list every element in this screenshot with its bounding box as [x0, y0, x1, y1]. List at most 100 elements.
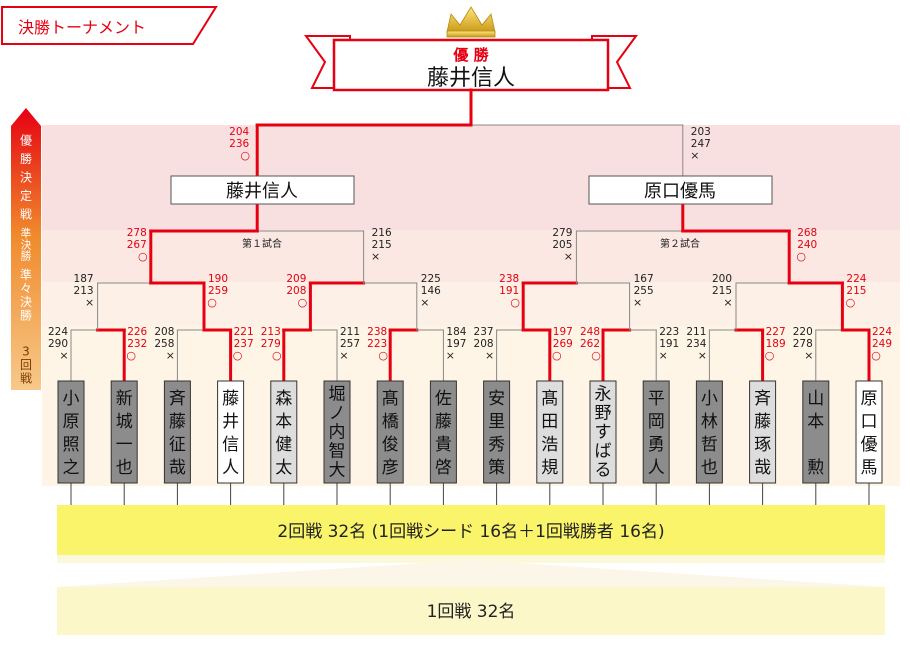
- player-name-char: 井: [222, 412, 239, 432]
- score-value: 267: [127, 239, 147, 251]
- side-label-final-char: 戦: [20, 207, 32, 221]
- win-mark: ○: [871, 349, 881, 362]
- win-mark: ○: [138, 250, 148, 263]
- semi-finalist-left-name: 藤井信人: [226, 181, 298, 202]
- lose-mark: ×: [339, 349, 348, 362]
- player-name-char: る: [595, 460, 612, 480]
- score-value: 215: [372, 239, 392, 251]
- player-name-char: 策: [488, 458, 505, 478]
- score-value: 208: [286, 285, 306, 297]
- lose-mark: ×: [633, 296, 642, 309]
- side-label-quarter-char: 勝: [20, 307, 32, 322]
- score-value: 290: [48, 338, 68, 350]
- side-label-semi-char: 決: [21, 238, 32, 251]
- score-value: 205: [552, 239, 572, 251]
- score-value: 191: [499, 285, 519, 297]
- side-label-final-char: 決: [20, 171, 32, 185]
- player-name-char: 山: [807, 389, 824, 409]
- score-value: 216: [372, 227, 392, 239]
- score-value: 191: [659, 338, 679, 350]
- player-name-char: 藤: [169, 412, 186, 432]
- player-name-char: 里: [488, 412, 505, 432]
- lose-mark: ×: [723, 296, 732, 309]
- score-value: 259: [208, 285, 228, 297]
- score-value: 227: [766, 326, 786, 338]
- lose-mark: ×: [698, 349, 707, 362]
- score-value: 209: [286, 273, 306, 285]
- player-box: 藤井信人: [217, 380, 245, 484]
- score-value: 226: [127, 326, 147, 338]
- score-value: 197: [446, 338, 466, 350]
- match-label-1: 第１試合: [242, 237, 282, 250]
- footer-round2: 2回戦 32名 (1回戦シード 16名＋1回戦勝者 16名): [57, 505, 885, 555]
- win-mark: ○: [126, 349, 136, 362]
- lose-mark: ×: [371, 250, 380, 263]
- score-value: 268: [797, 227, 817, 239]
- score-value: 224: [872, 326, 892, 338]
- player-name-char: 城: [116, 412, 133, 432]
- score-value: 234: [686, 338, 706, 350]
- player-name-char: 勇: [648, 435, 665, 455]
- score-value: 278: [127, 227, 147, 239]
- win-mark: ○: [240, 149, 250, 162]
- player-name-char: 彦: [382, 458, 399, 478]
- player-name-char: 橋: [382, 412, 399, 432]
- player-name-char: 藤: [222, 389, 239, 409]
- crown-icon: [446, 6, 496, 38]
- player-name-char: 本: [807, 412, 824, 432]
- player-name-char: 哉: [754, 458, 771, 478]
- score-value: 190: [208, 273, 228, 285]
- score-value: 262: [580, 338, 600, 350]
- player-name-char: 也: [116, 458, 133, 478]
- player-name-char: 斉: [169, 389, 186, 409]
- band-quarter: [42, 282, 900, 326]
- player-name-char: 人: [222, 458, 239, 478]
- header-tag: 決勝トーナメント: [1, 6, 218, 45]
- footer-round2-text: 2回戦 32名 (1回戦シード 16名＋1回戦勝者 16名): [277, 522, 664, 542]
- player-name-char: 健: [275, 435, 292, 455]
- side-label-final-char: 優: [20, 134, 32, 148]
- score-value: 257: [340, 338, 360, 350]
- win-mark: ○: [846, 296, 856, 309]
- score-value: 184: [446, 326, 466, 338]
- player-boxes: 小原照之新城一也斉藤征哉藤井信人森本健太堀ノ内智大髙橋俊彦佐藤貴啓安里秀策髙田浩…: [57, 380, 883, 484]
- score-value: 247: [691, 138, 711, 150]
- bracket-lines: [70, 88, 871, 505]
- player-name-char: 新: [116, 389, 133, 409]
- player-name-char: 俊: [382, 435, 399, 455]
- match-label-2: 第２試合: [660, 237, 700, 250]
- band-semi: [42, 230, 900, 282]
- player-name-char: 小: [701, 389, 718, 409]
- score-value: 278: [793, 338, 813, 350]
- player-name-char: 本: [275, 412, 292, 432]
- score-value: 215: [712, 285, 732, 297]
- lose-mark: ×: [659, 349, 668, 362]
- lose-mark: ×: [446, 349, 455, 362]
- player-name-char: 小: [63, 389, 80, 409]
- player-name-char: 田: [541, 412, 558, 432]
- player-name-char: 啓: [435, 458, 452, 478]
- player-name-char: 大: [329, 460, 346, 480]
- win-mark: ○: [552, 349, 562, 362]
- lose-mark: ×: [166, 349, 175, 362]
- score-value: 237: [474, 326, 494, 338]
- score-value: 146: [421, 285, 441, 297]
- side-label-third-char: 回: [20, 358, 32, 372]
- score-value: 238: [499, 273, 519, 285]
- score-value: 223: [367, 338, 387, 350]
- player-name-char: 哉: [169, 458, 186, 478]
- side-label-semi-char: 準: [21, 227, 32, 240]
- score-value: 221: [234, 326, 254, 338]
- score-value: 236: [229, 138, 249, 150]
- player-name-char: 優: [861, 435, 878, 455]
- player-name-char: 貴: [435, 435, 452, 455]
- side-label-quarter-char: 準: [20, 267, 32, 282]
